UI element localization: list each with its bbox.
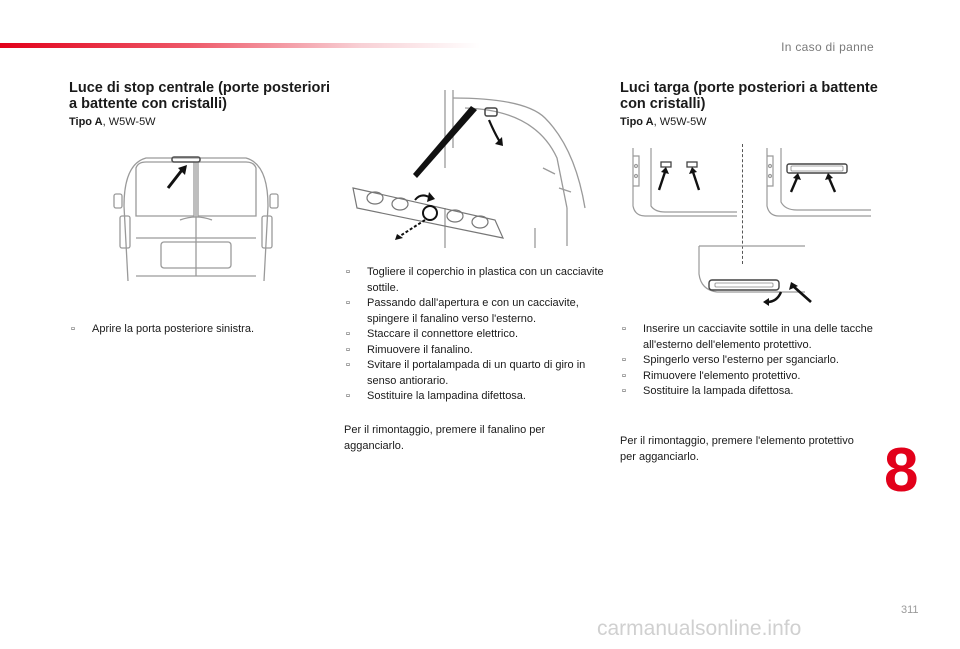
van-rear-illustration: [113, 156, 279, 282]
stop-light-removal-illustration: [352, 90, 586, 248]
step-item: Svitare il portalampada di un quarto di …: [344, 358, 604, 389]
header-accent-bar: [0, 43, 480, 48]
step-item: Rimuovere il fanalino.: [344, 343, 604, 359]
chapter-number: 8: [884, 436, 919, 505]
left-heading: Luce di stop centrale (porte posteriori …: [69, 80, 331, 112]
right-section-title: Luci targa (porte posteriori a battente …: [620, 80, 880, 112]
protective-cover-illustration: [698, 245, 812, 306]
right-type-value: , W5W-5W: [653, 116, 707, 128]
plate-light-doors-illustration: [632, 148, 737, 217]
right-type-label: Tipo A: [620, 116, 654, 128]
step-item: Spingerlo verso l'esterno per sganciarlo…: [620, 353, 880, 369]
left-steps: Aprire la porta posteriore sinistra.: [69, 322, 329, 338]
section-title: In caso di panne: [781, 40, 874, 54]
middle-reassembly-note: Per il rimontaggio, premere il fanalino …: [344, 424, 546, 452]
step-item: Rimuovere l'elemento protettivo.: [620, 369, 880, 385]
middle-steps: Togliere il coperchio in plastica con un…: [344, 265, 604, 405]
page-number: 311: [901, 604, 919, 616]
watermark: carmanualsonline.info: [597, 617, 802, 640]
left-section-title: Luce di stop centrale (porte posteriori …: [69, 80, 339, 112]
step-item: Aprire la porta posteriore sinistra.: [69, 322, 329, 338]
step-item: Togliere il coperchio in plastica con un…: [344, 265, 604, 296]
step-item: Staccare il connettore elettrico.: [344, 327, 604, 343]
step-item: Passando dall'apertura e con un cacciavi…: [344, 296, 604, 327]
right-steps: Inserire un cacciavite sottile in una de…: [620, 322, 880, 400]
plate-light-cover-illustration: [766, 148, 871, 217]
step-item: Sostituire la lampadina difettosa.: [344, 389, 604, 405]
right-reassembly-note: Per il rimontaggio, premere l'elemento p…: [620, 435, 854, 463]
right-bulb-type: Tipo A, W5W-5W: [620, 116, 707, 128]
figure-divider: [742, 144, 743, 264]
left-type-value: , W5W-5W: [102, 116, 156, 128]
left-bulb-type: Tipo A, W5W-5W: [69, 116, 156, 128]
left-type-label: Tipo A: [69, 116, 103, 128]
right-heading: Luci targa (porte posteriori a battente …: [620, 80, 878, 112]
step-item: Sostituire la lampada difettosa.: [620, 384, 880, 400]
step-item: Inserire un cacciavite sottile in una de…: [620, 322, 880, 353]
